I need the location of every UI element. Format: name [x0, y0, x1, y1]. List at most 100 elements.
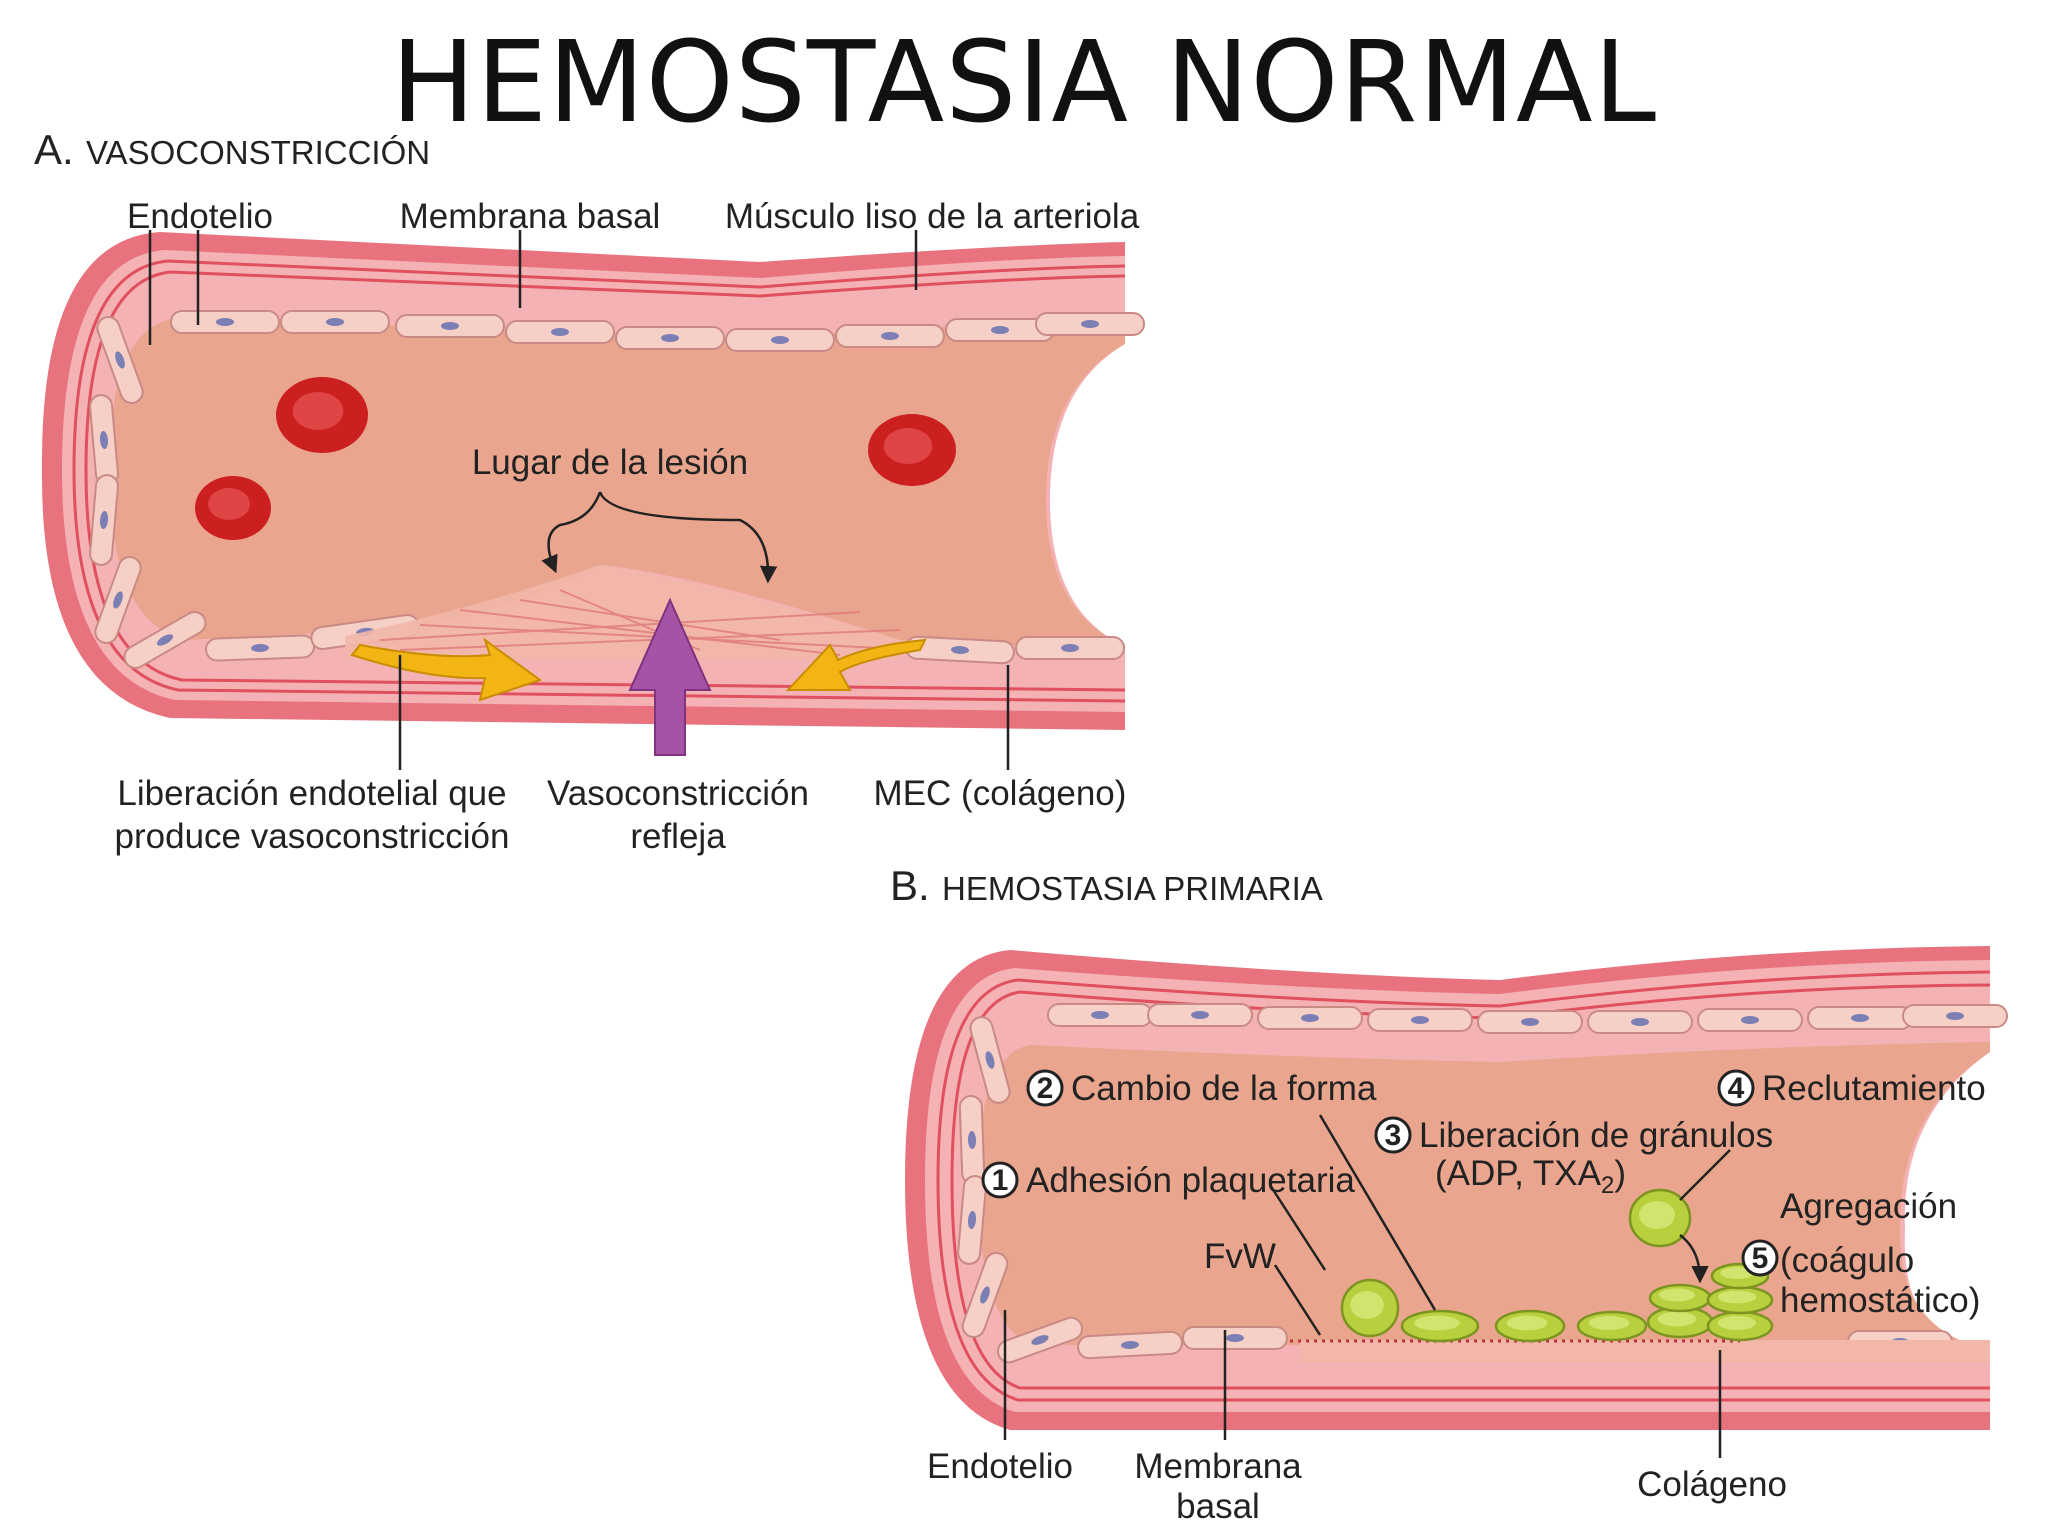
endothelium-b — [957, 1003, 2008, 1364]
cell-nucleus — [881, 332, 899, 340]
label-liberacion-2: produce vasoconstricción — [115, 817, 510, 856]
ecm-collagen-fibers — [379, 589, 901, 656]
endothelial-release-arrow-right — [785, 638, 927, 691]
cell-nucleus — [441, 322, 459, 330]
step-number: 3 — [1385, 1119, 1402, 1152]
cell-nucleus — [216, 318, 234, 326]
platelet-highlight — [1657, 1311, 1697, 1327]
platelet-highlight — [1588, 1316, 1630, 1330]
aggregate-platelet — [1648, 1283, 1712, 1313]
endothelial-cell-top — [505, 320, 615, 344]
platelet-highlight — [1414, 1315, 1460, 1331]
step-number: 1 — [992, 1164, 1009, 1197]
step-number-circle — [1741, 1239, 1779, 1277]
leader-adhesion — [1268, 1184, 1327, 1271]
cell-nucleus — [991, 326, 1009, 334]
cell-nucleus — [326, 318, 344, 326]
lesion-brace-right — [598, 491, 778, 584]
platelet-highlight — [1720, 1267, 1754, 1279]
endothelial-cell-top — [1587, 1010, 1693, 1034]
red-blood-cell — [276, 377, 368, 453]
cell-nucleus — [1091, 1011, 1109, 1019]
label-coagulo-1: (coágulo — [1780, 1241, 1914, 1280]
cell-nucleus — [771, 336, 789, 344]
rbc-center — [208, 488, 250, 520]
step-label: Liberación de gránulos — [1419, 1116, 1773, 1155]
panel-a-letter: A. — [34, 126, 74, 173]
lesion-brace — [541, 491, 602, 574]
cell-nucleus — [115, 351, 125, 369]
step-label: Cambio de la forma — [1071, 1069, 1377, 1108]
cell-nucleus — [967, 1211, 977, 1229]
endothelial-cell-top — [1902, 1004, 2008, 1028]
endothelial-cell-top — [1477, 1010, 1583, 1034]
step-number: 2 — [1037, 1072, 1054, 1105]
endothelial-cell-top — [395, 314, 505, 338]
step-label: Adhesión plaquetaria — [1026, 1161, 1355, 1200]
label-vasoconstriccion-1: Vasoconstricción — [547, 774, 809, 813]
label-mec: MEC (colágeno) — [874, 774, 1127, 813]
label-adp-txa: (ADP, TXA2) — [1435, 1154, 1626, 1199]
panel-b-letter: B. — [890, 862, 930, 909]
cell-nucleus — [1521, 1018, 1539, 1026]
label-membrana-1: Membrana — [1134, 1447, 1302, 1486]
platelet-highlight — [1350, 1291, 1384, 1319]
endothelial-cell-bend — [123, 611, 207, 669]
leader-liberacion-granulos — [1679, 1149, 1731, 1201]
panel-b-title: HEMOSTASIA PRIMARIA — [942, 870, 1323, 907]
platelets — [1340, 1188, 1774, 1343]
cell-nucleus — [1121, 1340, 1139, 1350]
cell-nucleus — [251, 643, 269, 653]
platelet-highlight — [1659, 1288, 1695, 1302]
platelet-highlight — [1639, 1201, 1675, 1229]
rbc-center — [292, 392, 344, 430]
panel-b-primary-hemostasis: B. HEMOSTASIA PRIMARIA 1 Adhesión plaquet… — [890, 862, 2008, 1526]
endothelial-cell-bottom — [1015, 636, 1125, 660]
endothelium-a-top — [89, 310, 1145, 669]
cell-nucleus — [951, 645, 969, 655]
cell-nucleus — [1631, 1018, 1649, 1026]
step-1: 1 Adhesión plaquetaria — [981, 1161, 1355, 1200]
endothelial-cell-bend — [89, 394, 119, 486]
recruitment-arrow — [1679, 1234, 1709, 1284]
endothelial-cell-bottom — [1182, 1326, 1288, 1350]
endothelial-cell-top — [1367, 1008, 1473, 1032]
cell-nucleus — [1946, 1012, 1964, 1020]
label-coagulo-2: hemostático) — [1780, 1281, 1980, 1320]
platelet-highlight — [1717, 1316, 1757, 1330]
step-label: Agregación — [1780, 1187, 1957, 1226]
label-vasoconstriccion-2: refleja — [630, 817, 726, 856]
endothelial-cell-bend — [969, 1016, 1011, 1104]
cell-nucleus — [1741, 1016, 1759, 1024]
endothelial-cell-bend — [961, 1251, 1009, 1339]
rbc-center — [883, 428, 933, 464]
endothelial-cell-bottom — [905, 635, 1015, 665]
step-number-circle — [1026, 1069, 1064, 1107]
endothelial-cell-top — [615, 326, 725, 350]
endothelial-cell-top — [170, 310, 280, 334]
label-endotelio-b: Endotelio — [927, 1447, 1073, 1486]
cell-nucleus — [1061, 644, 1079, 652]
cell-nucleus — [1031, 1335, 1049, 1345]
reflex-vasoconstriction-arrow — [628, 597, 712, 756]
endothelial-cell-top — [1807, 1006, 1913, 1030]
cell-nucleus — [1851, 1014, 1869, 1022]
endothelial-cell-top — [1697, 1008, 1803, 1032]
red-blood-cell — [868, 414, 956, 486]
cell-nucleus — [1301, 1014, 1319, 1022]
recruited-platelet — [1628, 1188, 1692, 1248]
endothelial-cell-top — [1257, 1006, 1363, 1030]
granule-release-platelet — [1494, 1309, 1566, 1343]
cell-nucleus — [980, 1286, 990, 1304]
endothelial-cell-bend — [957, 1175, 987, 1265]
endothelial-cell-bend — [94, 556, 142, 644]
panel-a-title: VASOCONSTRICCIÓN — [86, 134, 430, 171]
endothelial-cell-bend — [958, 1095, 986, 1185]
endothelial-cell-bend — [996, 1316, 1084, 1364]
cell-nucleus — [1411, 1016, 1429, 1024]
platelet-highlight — [1717, 1290, 1757, 1304]
label-colageno: Colágeno — [1637, 1465, 1787, 1504]
label-liberacion-1: Liberación endotelial que — [117, 774, 506, 813]
label-membrana-2: basal — [1176, 1487, 1260, 1526]
step-number: 4 — [1728, 1072, 1745, 1105]
